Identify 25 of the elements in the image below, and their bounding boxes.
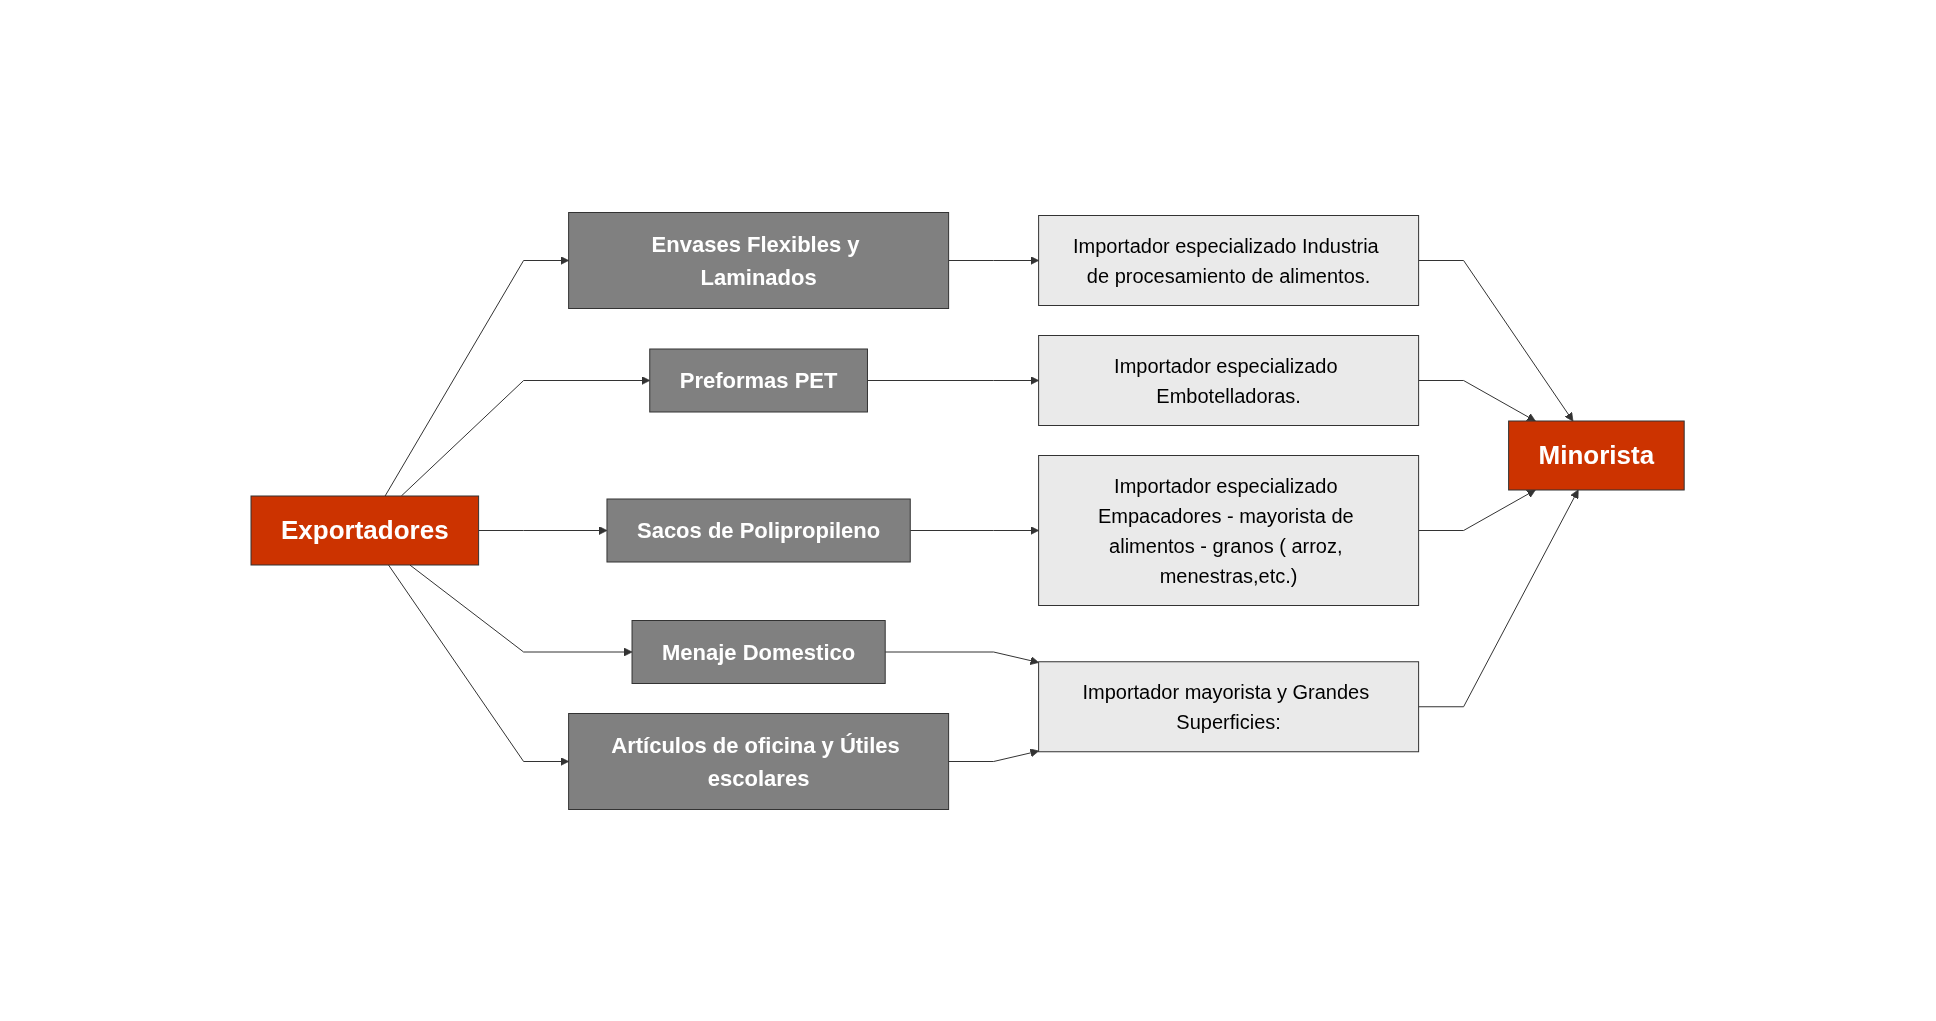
arrow	[401, 375, 651, 496]
arrow	[385, 255, 570, 496]
node-box: Importador especializado Industria de procesamiento de alimentos.	[1038, 214, 1420, 306]
arrow	[885, 651, 1040, 665]
arrow	[388, 564, 570, 766]
arrow	[1418, 259, 1574, 421]
node-box: Importador especializado Empacadores - mayorista de alimentos - granos ( arroz, menestras,etc.)	[1038, 454, 1420, 606]
node-box: Importador especializado Embotelladoras.	[1038, 334, 1420, 426]
node-box: Artículos de oficina y Útiles escolares	[568, 712, 950, 810]
arrow	[1418, 489, 1537, 531]
arrow	[910, 525, 1040, 535]
node-box: Sacos de Polipropileno	[606, 498, 912, 562]
arrow	[948, 255, 1040, 265]
node-box: Preformas PET	[649, 348, 869, 412]
arrow	[478, 525, 608, 535]
node-box: Exportadores	[250, 495, 480, 565]
node-box: Importador mayorista y Grandes Superficies:	[1038, 660, 1420, 752]
arrow	[1418, 379, 1537, 421]
arrow	[1418, 489, 1579, 707]
node-box: Envases Flexibles y Laminados	[568, 211, 950, 309]
arrow	[409, 564, 633, 656]
arrow	[948, 748, 1040, 762]
node-box: Menaje Domestico	[631, 619, 887, 684]
arrow	[867, 375, 1040, 385]
node-box: Minorista	[1508, 420, 1686, 490]
